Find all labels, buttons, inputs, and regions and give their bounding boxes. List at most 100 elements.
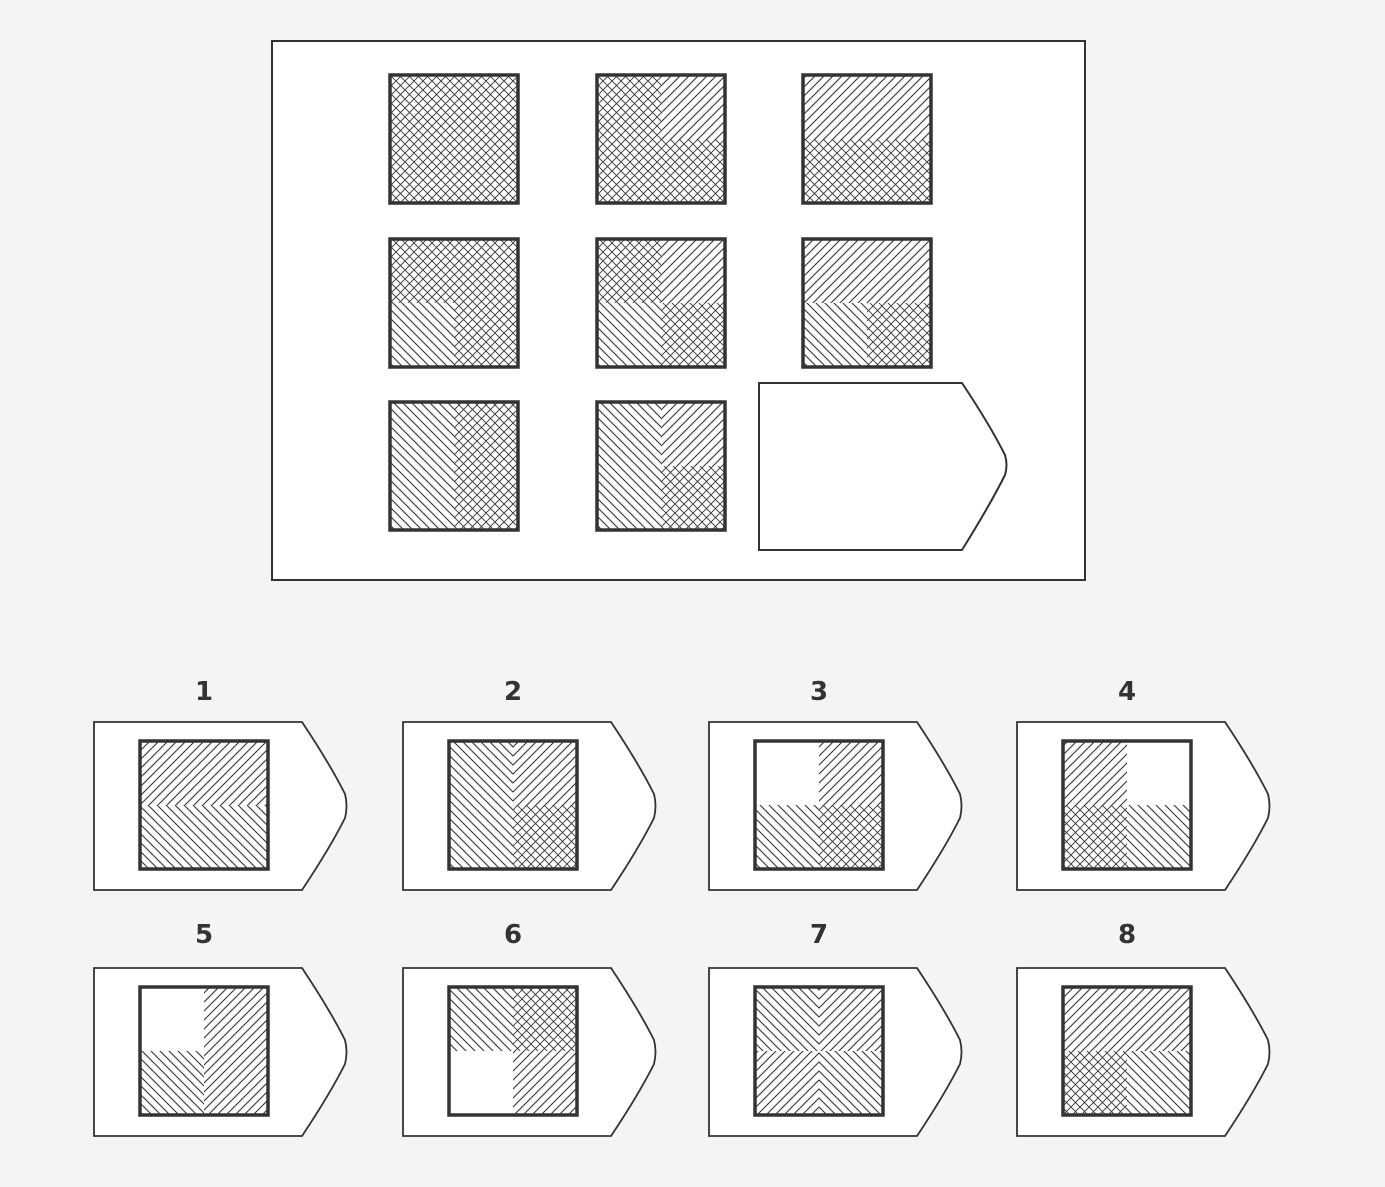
quadrant-bl-diag-left [597,466,661,530]
quadrant-tl-diag-left [597,402,661,466]
quadrant-br-cross [661,139,725,203]
quadrant-br-diag-left [1127,805,1191,869]
quadrant-tr-cross [454,75,518,139]
option-2[interactable]: 2 [402,677,657,891]
square-border [595,400,727,532]
quadrant-bl-cross [803,139,867,203]
quadrant-br-diag-left [819,1051,883,1115]
quadrant-br-diag-right [513,1051,577,1115]
option-7[interactable]: 7 [708,920,963,1137]
quadrant-tl-none [140,987,204,1051]
option-label: 5 [195,920,213,950]
option-label: 4 [1118,677,1136,707]
quadrant-tr-diag-right [867,75,931,139]
quadrant-br-cross [867,139,931,203]
square-border [1061,985,1193,1117]
matrix-cell-r3c1 [388,400,520,532]
option-square [447,739,579,871]
square-border [138,739,270,871]
quadrant-bl-diag-left [755,805,819,869]
quadrant-bl-diag-left [140,805,204,869]
quadrant-tr-diag-right [867,239,931,303]
quadrant-tr-diag-right [204,741,268,805]
quadrant-br-cross [454,139,518,203]
quadrant-tr-cross [513,987,577,1051]
quadrant-tr-diag-right [204,987,268,1051]
quadrant-bl-diag-left [597,303,661,367]
quadrant-tl-diag-left [449,741,513,805]
quadrant-tr-cross [454,402,518,466]
option-square [447,985,579,1117]
option-8[interactable]: 8 [1016,920,1271,1137]
quadrant-tl-cross [390,239,454,303]
quadrant-br-cross [819,805,883,869]
option-5[interactable]: 5 [93,920,348,1137]
option-6[interactable]: 6 [402,920,657,1137]
square-border [595,73,727,205]
quadrant-tl-diag-right [1063,741,1127,805]
option-square [138,985,270,1117]
square-border [388,237,520,369]
quadrant-br-diag-left [204,805,268,869]
quadrant-br-cross [454,466,518,530]
matrix-cell-r1c1 [388,73,520,205]
option-square [138,739,270,871]
square-border [801,73,933,205]
square-border [388,400,520,532]
quadrant-tr-diag-right [513,741,577,805]
answer-options: 1 2 3 4 5 6 7 8 [93,677,1271,1137]
quadrant-bl-diag-left [390,303,454,367]
quadrant-bl-cross [1063,805,1127,869]
quadrant-tl-diag-right [803,239,867,303]
quadrant-tl-cross [597,75,661,139]
option-label: 8 [1118,920,1136,950]
option-label: 2 [504,677,522,707]
quadrant-bl-cross [597,139,661,203]
quadrant-tl-diag-right [1063,987,1127,1051]
option-square [1061,985,1193,1117]
quadrant-bl-diag-left [803,303,867,367]
square-border [801,237,933,369]
quadrant-br-cross [661,303,725,367]
matrix-cell-r2c2 [595,237,727,369]
quadrant-br-cross [867,303,931,367]
option-1[interactable]: 1 [93,677,348,891]
quadrant-tr-none [1127,741,1191,805]
matrix-cell-r1c2 [595,73,727,205]
option-square [753,739,885,871]
quadrant-br-diag-right [204,1051,268,1115]
quadrant-tl-cross [390,75,454,139]
quadrant-br-cross [661,466,725,530]
quadrant-bl-diag-left [140,1051,204,1115]
quadrant-bl-diag-left [390,466,454,530]
quadrant-bl-diag-right [755,1051,819,1115]
option-label: 7 [810,920,828,950]
missing-cell-slot[interactable] [758,382,1008,551]
quadrant-bl-diag-left [449,805,513,869]
option-square [1061,739,1193,871]
quadrant-bl-none [449,1051,513,1115]
matrix-cell-r2c3 [801,237,933,369]
square-border [753,739,885,871]
option-4[interactable]: 4 [1016,677,1271,891]
option-label: 3 [810,677,828,707]
square-border [595,237,727,369]
quadrant-br-cross [513,805,577,869]
quadrant-tl-none [755,741,819,805]
quadrant-tl-diag-right [140,741,204,805]
square-border [1061,739,1193,871]
quadrant-bl-cross [390,139,454,203]
quadrant-tr-cross [454,239,518,303]
quadrant-bl-cross [1063,1051,1127,1115]
quadrant-tr-diag-right [661,402,725,466]
quadrant-tl-diag-left [390,402,454,466]
quadrant-tl-diag-left [755,987,819,1051]
quadrant-br-diag-left [1127,1051,1191,1115]
quadrant-tl-diag-left [449,987,513,1051]
matrix-cell-r2c1 [388,237,520,369]
option-3[interactable]: 3 [708,677,963,891]
quadrant-tr-diag-right [1127,987,1191,1051]
quadrant-tr-diag-right [819,987,883,1051]
option-label: 1 [195,677,213,707]
quadrant-tr-diag-right [819,741,883,805]
